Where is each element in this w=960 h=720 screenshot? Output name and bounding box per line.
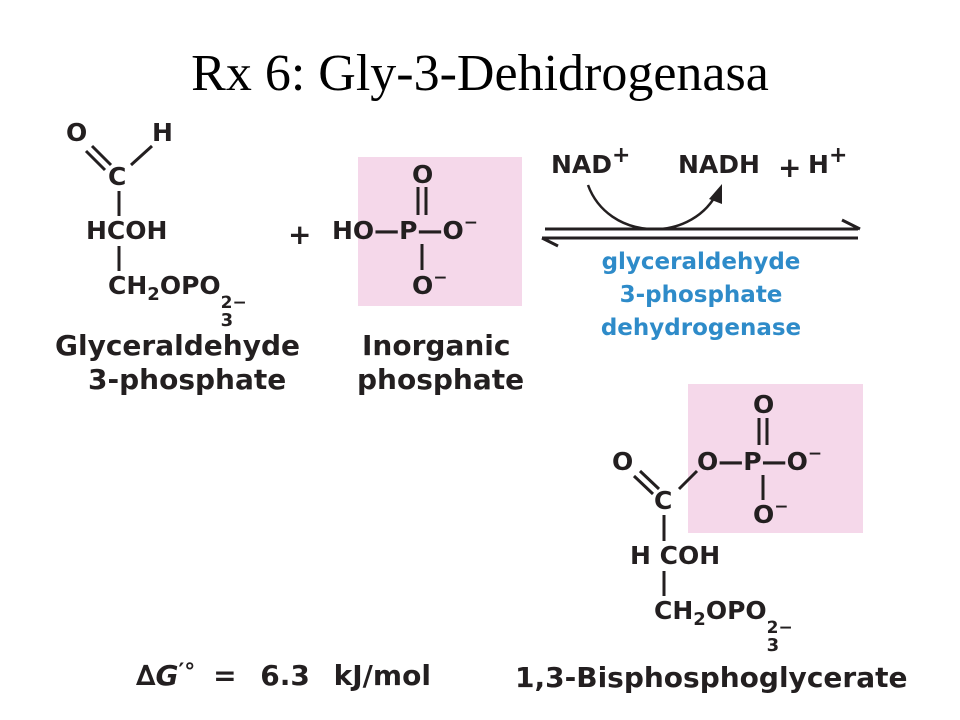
reactant1-carbon: C [108,162,127,191]
proton-label: H+ [808,143,848,179]
reactant2-name-line1: Inorganic [362,329,511,362]
product-phosphate-row: O—P—O− [697,444,823,476]
reactant1-hcoh: HCOH [86,216,168,245]
delta-g-expression: ∆G′° = 6.3 kJ/mol [136,659,431,692]
phosphate-bottom-o: O− [412,268,448,300]
phosphate-row: HO—P—O− [332,213,479,245]
inorganic-phosphate-highlight [358,157,522,306]
phosphate-top-o: O [412,160,434,189]
product-carbonyl-o: O [612,447,634,476]
nadh-label: NADH [678,150,760,179]
slide-title: Rx 6: Gly-3-Dehidrogenasa [191,45,769,102]
cofactor-plus: + [778,151,802,184]
product-hcoh: H COH [630,541,721,570]
reactant1-aldehyde-h: H [152,118,173,147]
curved-arrow-head [709,184,722,204]
product-phosphate-top-o: O [753,390,775,419]
product-phosphate-bottom-o: O− [753,497,789,529]
reactant1-carbonyl-o: O [66,118,88,147]
reactant1-name-line2: 3-phosphate [88,363,287,396]
reactant1-name-line1: Glyceraldehyde [55,329,300,362]
product-phosphate-highlight [688,384,863,533]
plus-sign: + [288,218,312,251]
product-carbon: C [654,486,673,515]
enzyme-line3: dehydrogenase [600,315,802,341]
nad-label: NAD+ [551,143,631,179]
product-name: 1,3-Bisphosphoglycerate [515,661,908,694]
enzyme-line2: 3-phosphate [619,282,783,308]
reactant2-name-line2: phosphate [357,363,525,396]
enzyme-line1: glyceraldehyde [601,249,801,275]
